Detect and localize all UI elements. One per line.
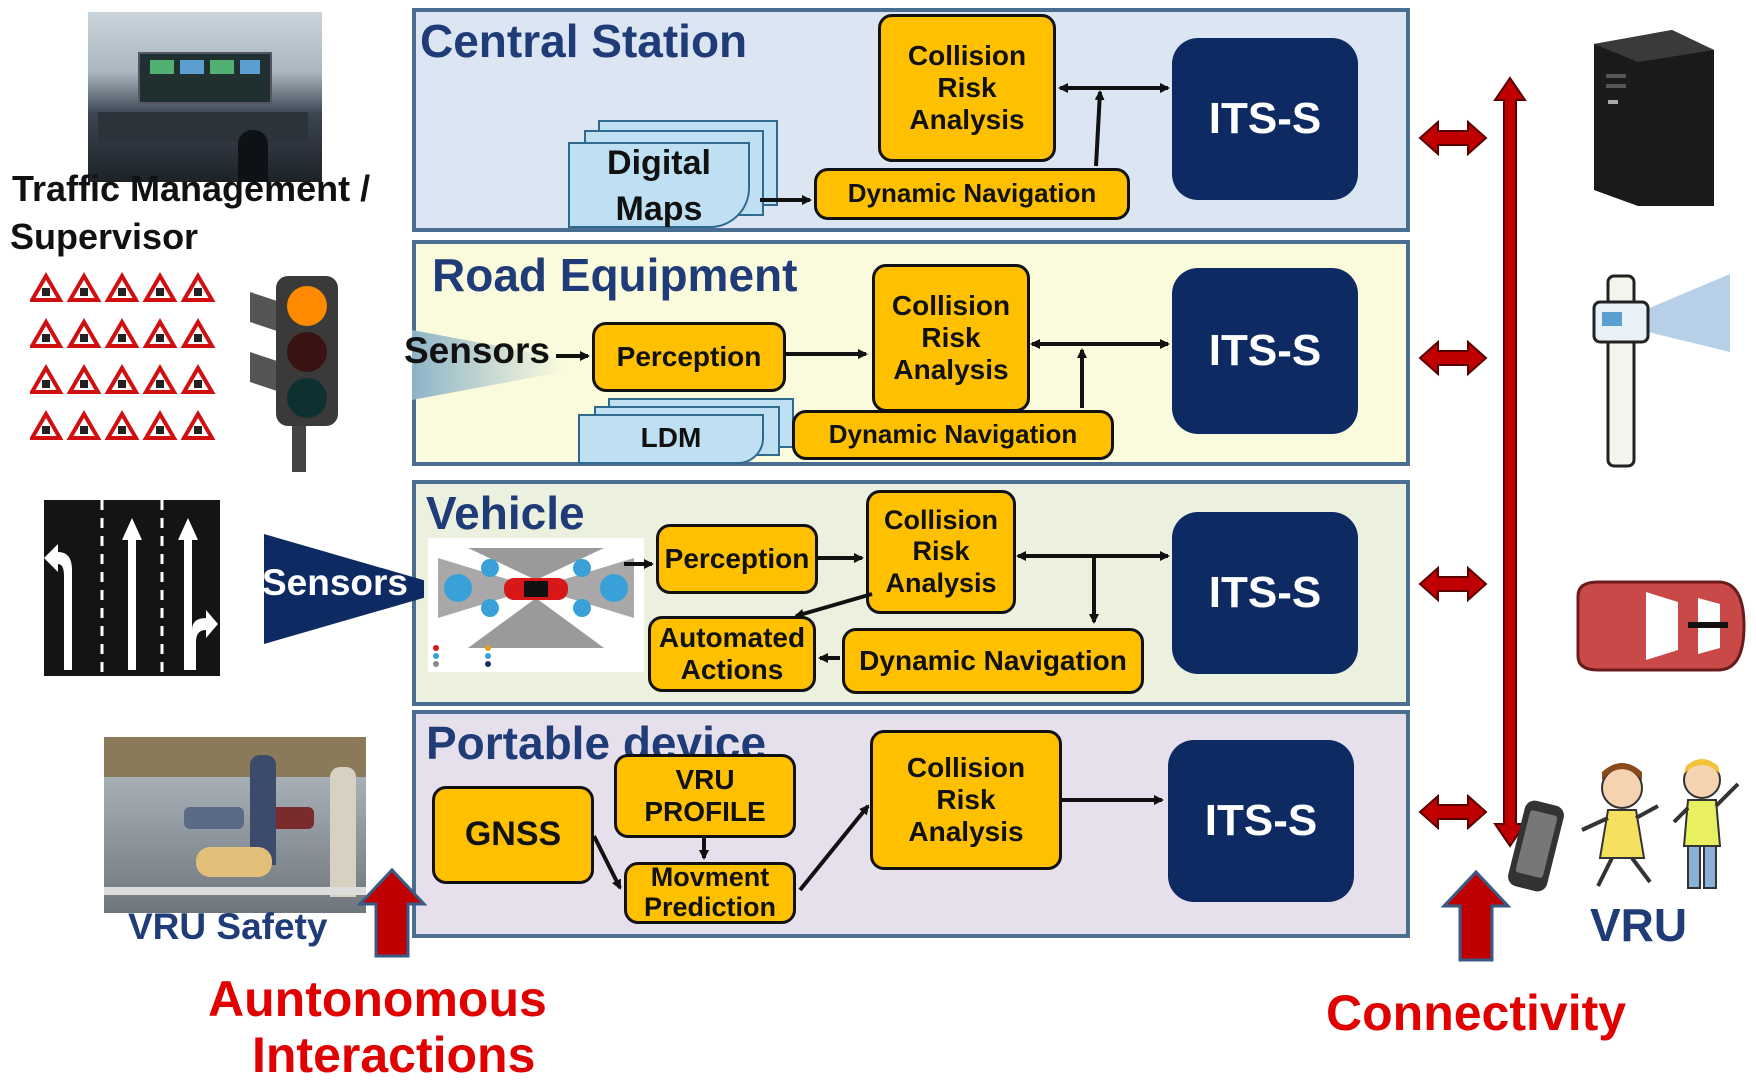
autonomous-interactions-line1: Auntonomous xyxy=(208,971,547,1027)
road-sensor-device-icon xyxy=(1580,268,1730,468)
central-dynamic-navigation: Dynamic Navigation xyxy=(814,168,1130,220)
control-room-image xyxy=(88,12,322,182)
movement-line2: Prediction xyxy=(643,892,777,922)
cra-line3: Analysis xyxy=(908,816,1024,848)
road-equipment-title: Road Equipment xyxy=(432,249,798,301)
cra-line1: Collision xyxy=(907,39,1027,71)
auto-line2: Actions xyxy=(680,654,784,685)
central-its-s: ITS-S xyxy=(1172,38,1358,200)
autonomous-interactions-line2: Interactions xyxy=(252,1027,536,1083)
vru-label: VRU xyxy=(1590,899,1688,951)
cra-line1: Collision xyxy=(891,289,1011,321)
cra-line3: Analysis xyxy=(893,354,1009,386)
vehicle-collision-risk-analysis: Collision Risk Analysis xyxy=(866,490,1016,614)
auto-line1: Automated xyxy=(658,621,806,653)
central-station-title: Central Station xyxy=(420,15,748,67)
digital-maps-label: Digital Maps xyxy=(568,140,750,232)
cra-line1: Collision xyxy=(884,505,998,536)
road-its-s: ITS-S xyxy=(1172,268,1358,434)
road-dynamic-navigation: Dynamic Navigation xyxy=(792,410,1114,460)
portable-collision-risk-analysis: Collision Risk Analysis xyxy=(870,730,1062,870)
children-pedestrians-icon xyxy=(1578,758,1744,898)
vru-safety-label: VRU Safety xyxy=(128,906,328,947)
cra-line2: Risk xyxy=(936,783,996,815)
road-perception: Perception xyxy=(592,322,786,392)
digital-maps-line1: Digital xyxy=(607,144,711,182)
portable-gnss: GNSS xyxy=(432,786,594,884)
central-collision-risk-analysis: Collision Risk Analysis xyxy=(878,14,1056,162)
portable-movement-prediction: Movment Prediction xyxy=(624,862,796,924)
supervisor-label: Supervisor xyxy=(10,216,199,257)
vehicle-perception: Perception xyxy=(656,524,818,594)
vehicle-sensors-label: Sensors xyxy=(262,562,409,603)
vehicle-sensor-diagram xyxy=(428,538,644,672)
ldm-label: LDM xyxy=(640,422,702,453)
road-sensors-label: Sensors xyxy=(404,330,551,371)
cra-line2: Risk xyxy=(937,71,997,103)
cra-line1: Collision xyxy=(906,751,1026,783)
cra-line3: Analysis xyxy=(885,567,997,598)
ldm-doc xyxy=(578,414,764,464)
lane-arrows-icon xyxy=(44,500,220,676)
movement-line1: Movment xyxy=(650,862,770,893)
cra-line3: Analysis xyxy=(909,104,1025,136)
vru-crossing-image xyxy=(104,737,366,913)
smartphone-icon xyxy=(1508,798,1564,894)
cra-line2: Risk xyxy=(912,536,970,567)
profile-line1: VRU xyxy=(675,763,735,795)
digital-maps-doc xyxy=(568,142,750,228)
road-collision-risk-analysis: Collision Risk Analysis xyxy=(872,264,1030,412)
road-signs-image xyxy=(28,272,220,462)
traffic-management-label: Traffic Management / xyxy=(12,168,371,209)
vehicle-its-s: ITS-S xyxy=(1172,512,1358,674)
vehicle-dynamic-navigation: Dynamic Navigation xyxy=(842,628,1144,694)
digital-maps-line2: Maps xyxy=(615,190,703,228)
connectivity-label: Connectivity xyxy=(1326,985,1627,1041)
car-topview-icon xyxy=(1568,576,1746,676)
vehicle-automated-actions: Automated Actions xyxy=(648,616,816,692)
vehicle-title: Vehicle xyxy=(426,487,585,539)
profile-line2: PROFILE xyxy=(644,796,766,827)
portable-its-s: ITS-S xyxy=(1168,740,1354,902)
portable-vru-profile: VRU PROFILE xyxy=(614,754,796,838)
server-tower-icon xyxy=(1594,30,1714,206)
traffic-light-icon xyxy=(250,272,360,472)
cra-line2: Risk xyxy=(921,321,981,353)
